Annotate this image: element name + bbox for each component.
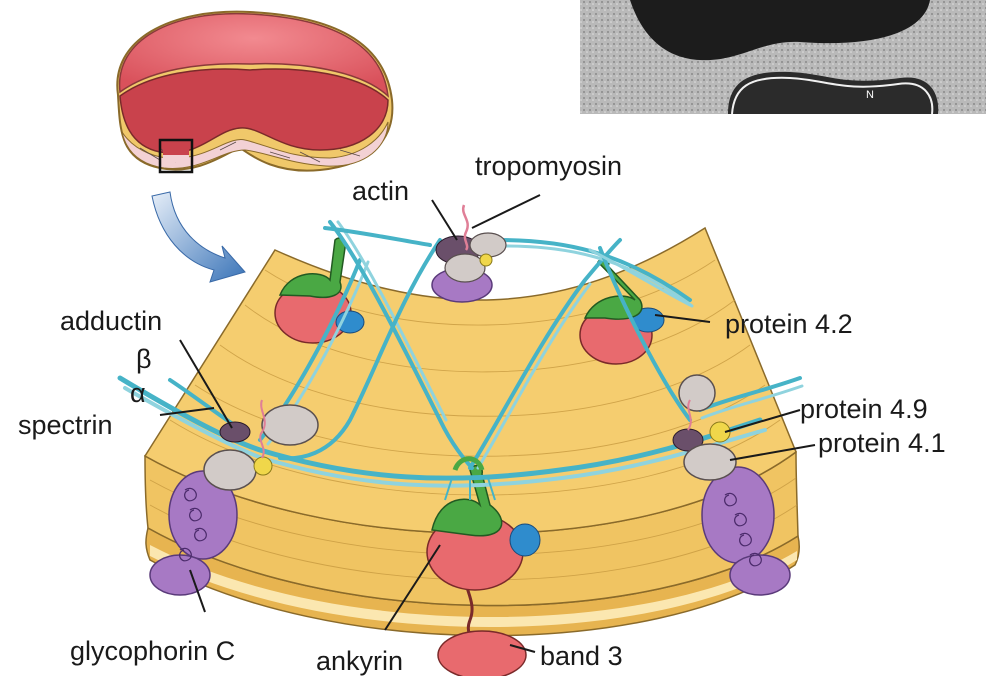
nucleus-label: N [866, 89, 874, 101]
label-band-3: band 3 [540, 641, 623, 671]
label-alpha: α [130, 378, 146, 408]
label-glycophorin-c: glycophorin C [70, 636, 235, 666]
zoom-arrow [152, 192, 245, 282]
label-ankyrin: ankyrin [316, 646, 403, 676]
electron-micrograph: N [580, 0, 986, 114]
label-protein-4-9: protein 4.9 [800, 394, 928, 424]
label-beta: β [136, 344, 152, 374]
label-tropomyosin: tropomyosin [475, 151, 622, 181]
label-protein-4-1: protein 4.1 [818, 428, 946, 458]
label-protein-4-2: protein 4.2 [725, 309, 853, 339]
label-adductin: adductin [60, 306, 162, 336]
label-actin: actin [352, 176, 409, 206]
label-spectrin: spectrin [18, 410, 113, 440]
red-blood-cell-illustration [117, 12, 392, 172]
